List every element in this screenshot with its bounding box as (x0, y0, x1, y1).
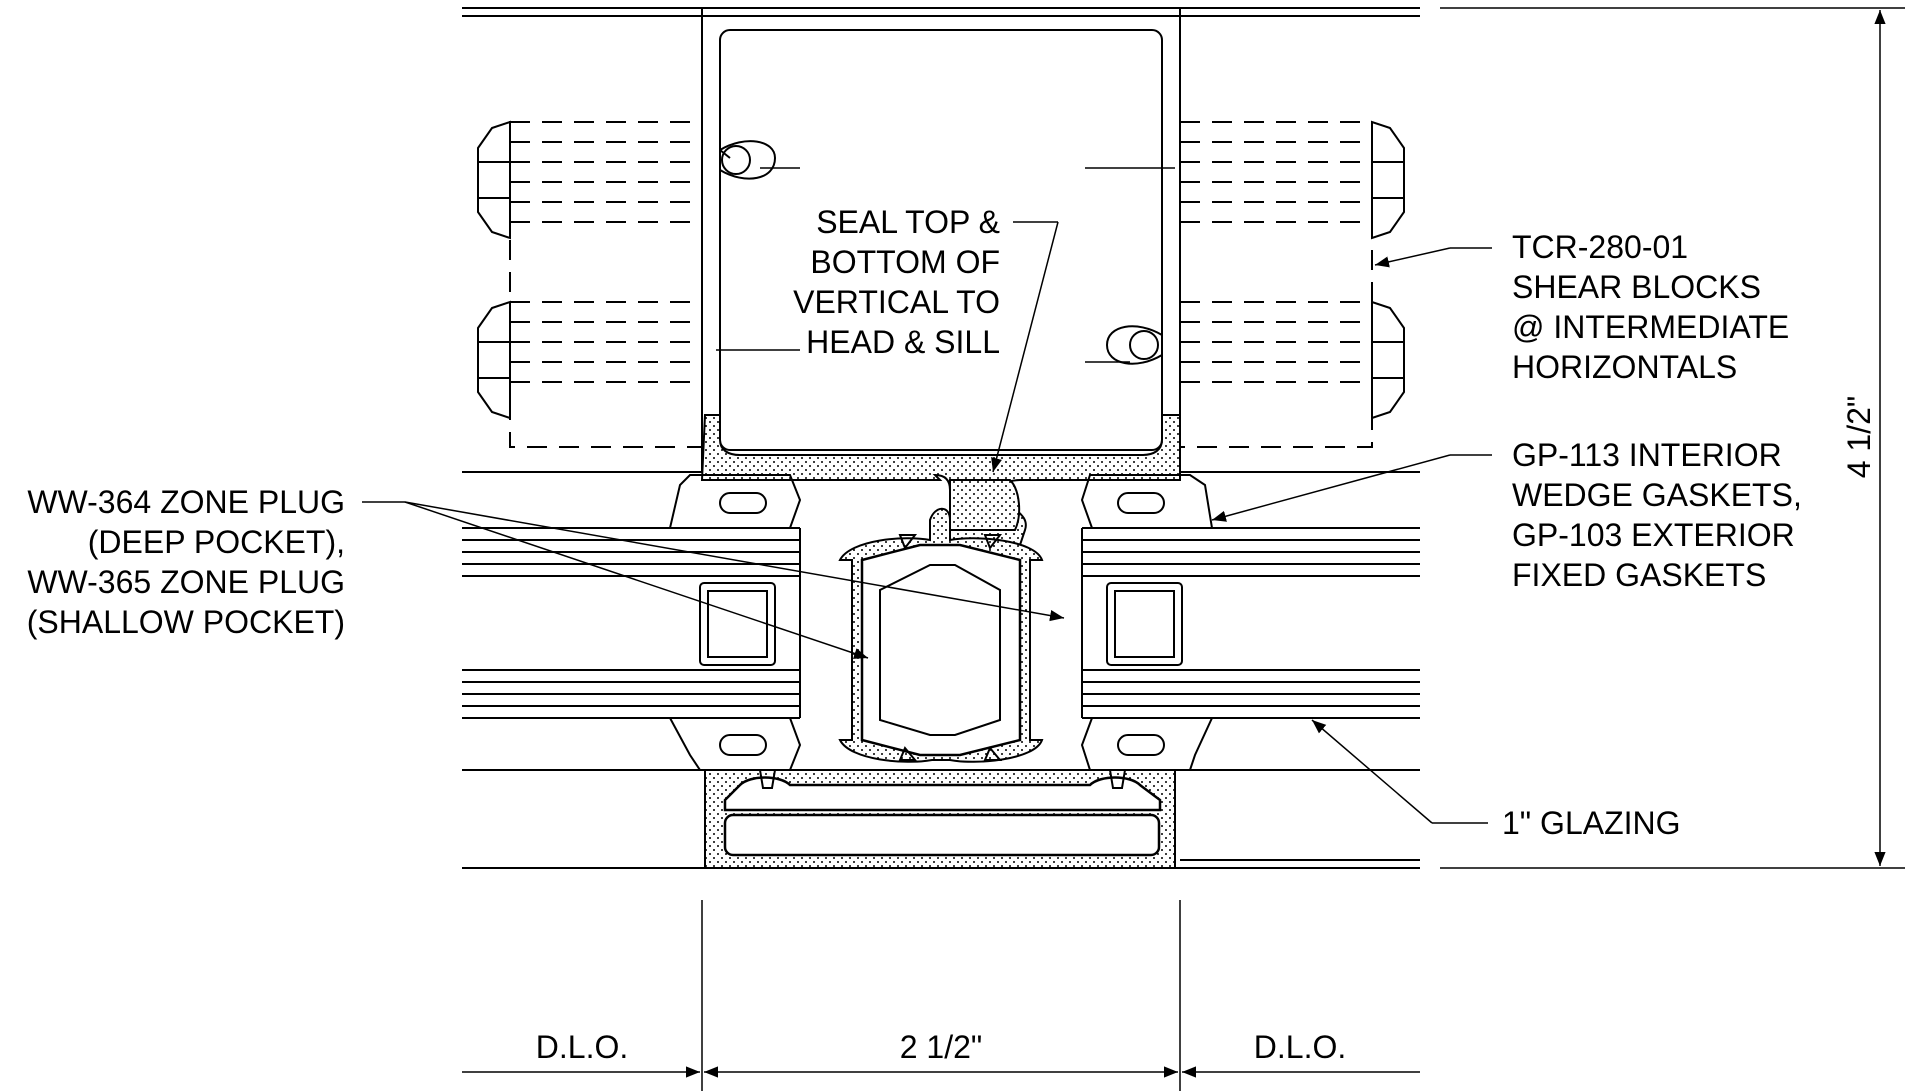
shear-block-left (509, 121, 703, 448)
width-dimension (462, 900, 1420, 1091)
zone-plug-callout-line-1: WW-364 ZONE PLUG (27, 484, 345, 520)
seal-callout-line-2: BOTTOM OF (810, 244, 1000, 280)
zone-plug-callout-line-4: (SHALLOW POCKET) (27, 604, 345, 640)
leader-lines (362, 221, 1492, 824)
shear-callout-line-3: @ INTERMEDIATE (1512, 309, 1789, 345)
mullion-seal-base (700, 414, 1181, 546)
seal-callout-line-1: SEAL TOP & (816, 204, 1000, 240)
shear-callout-line-4: HORIZONTALS (1512, 349, 1737, 385)
shear-callout-line-2: SHEAR BLOCKS (1512, 269, 1761, 305)
seal-callout-line-3: VERTICAL TO (793, 284, 1000, 320)
zone-plug-callout-line-3: WW-365 ZONE PLUG (27, 564, 345, 600)
zone-plug-callout-line-2: (DEEP POCKET), (88, 524, 345, 560)
seal-callout-line-4: HEAD & SILL (806, 324, 1000, 360)
gaskets-callout-line-3: GP-103 EXTERIOR (1512, 517, 1795, 553)
height-dimension-label: 4 1/2" (1841, 396, 1877, 479)
shear-blocks-callout: TCR-280-01 SHEAR BLOCKS @ INTERMEDIATE H… (1512, 229, 1789, 385)
glazing-callout: 1" GLAZING (1502, 805, 1681, 841)
width-dimension-label: 2 1/2" (900, 1029, 983, 1065)
zone-plug (838, 507, 1044, 763)
glazing-right (1081, 527, 1420, 719)
height-dimension (1440, 7, 1905, 869)
shear-callout-line-1: TCR-280-01 (1512, 229, 1688, 265)
gaskets-callout-line-1: GP-113 INTERIOR (1512, 437, 1782, 473)
gaskets-callout: GP-113 INTERIOR WEDGE GASKETS, GP-103 EX… (1512, 437, 1802, 593)
dlo-left-label: D.L.O. (536, 1029, 628, 1065)
seal-callout: SEAL TOP & BOTTOM OF VERTICAL TO HEAD & … (793, 204, 1000, 360)
glazing-left (462, 527, 801, 719)
dlo-right-label: D.L.O. (1254, 1029, 1346, 1065)
zone-plug-callout: WW-364 ZONE PLUG (DEEP POCKET), WW-365 Z… (27, 484, 345, 640)
gaskets-callout-line-4: FIXED GASKETS (1512, 557, 1766, 593)
interior-wedge-gaskets (668, 474, 1214, 529)
gaskets-callout-line-2: WEDGE GASKETS, (1512, 477, 1802, 513)
head-member-lines (462, 7, 1420, 17)
shear-block-right (1179, 121, 1373, 448)
pressure-plate (704, 769, 1176, 869)
bolt-heads (477, 120, 1405, 420)
